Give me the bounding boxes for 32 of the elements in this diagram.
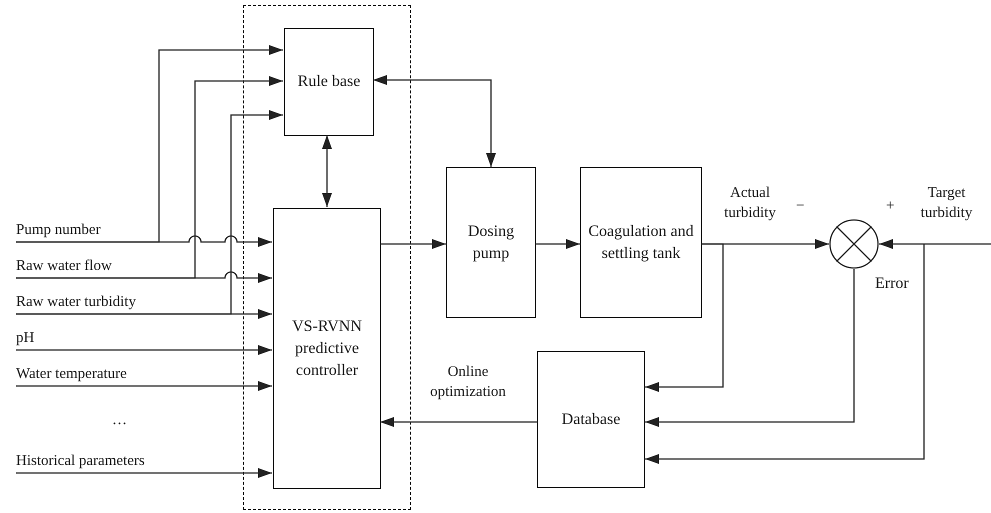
arrow — [16, 381, 272, 391]
arrow — [16, 76, 283, 279]
arrow — [536, 239, 580, 249]
arrow — [16, 468, 272, 478]
arrow — [380, 417, 537, 427]
sign-label: − — [796, 197, 804, 216]
process-box: Coagulation and settling tank — [580, 167, 702, 318]
arrow — [879, 239, 991, 249]
input-label: Water temperature — [16, 362, 186, 386]
arrow — [645, 243, 724, 392]
process-box: VS-RVNN predictive controller — [273, 208, 381, 489]
arrow — [645, 269, 855, 427]
summing-junction — [829, 219, 879, 269]
input-label: Pump number — [16, 218, 148, 242]
process-box: Rule base — [284, 28, 374, 136]
arrow — [373, 75, 496, 167]
sign-label: + — [886, 197, 894, 216]
arrow — [16, 45, 283, 243]
input-label: Raw water flow — [16, 254, 166, 278]
arrow — [16, 110, 283, 315]
dashed-group-boundary — [243, 5, 411, 510]
input-label: Historical parameters — [16, 449, 216, 473]
process-box: Database — [537, 351, 645, 488]
arrow — [16, 345, 272, 355]
input-label: pH — [16, 326, 76, 350]
input-label: Raw water turbidity — [16, 290, 196, 314]
node-caption: Error — [875, 274, 909, 294]
arrow — [322, 135, 332, 207]
process-box: Dosing pump — [446, 167, 536, 318]
arrow — [380, 239, 446, 249]
ellipsis: … — [112, 411, 127, 430]
arrow — [645, 244, 925, 464]
